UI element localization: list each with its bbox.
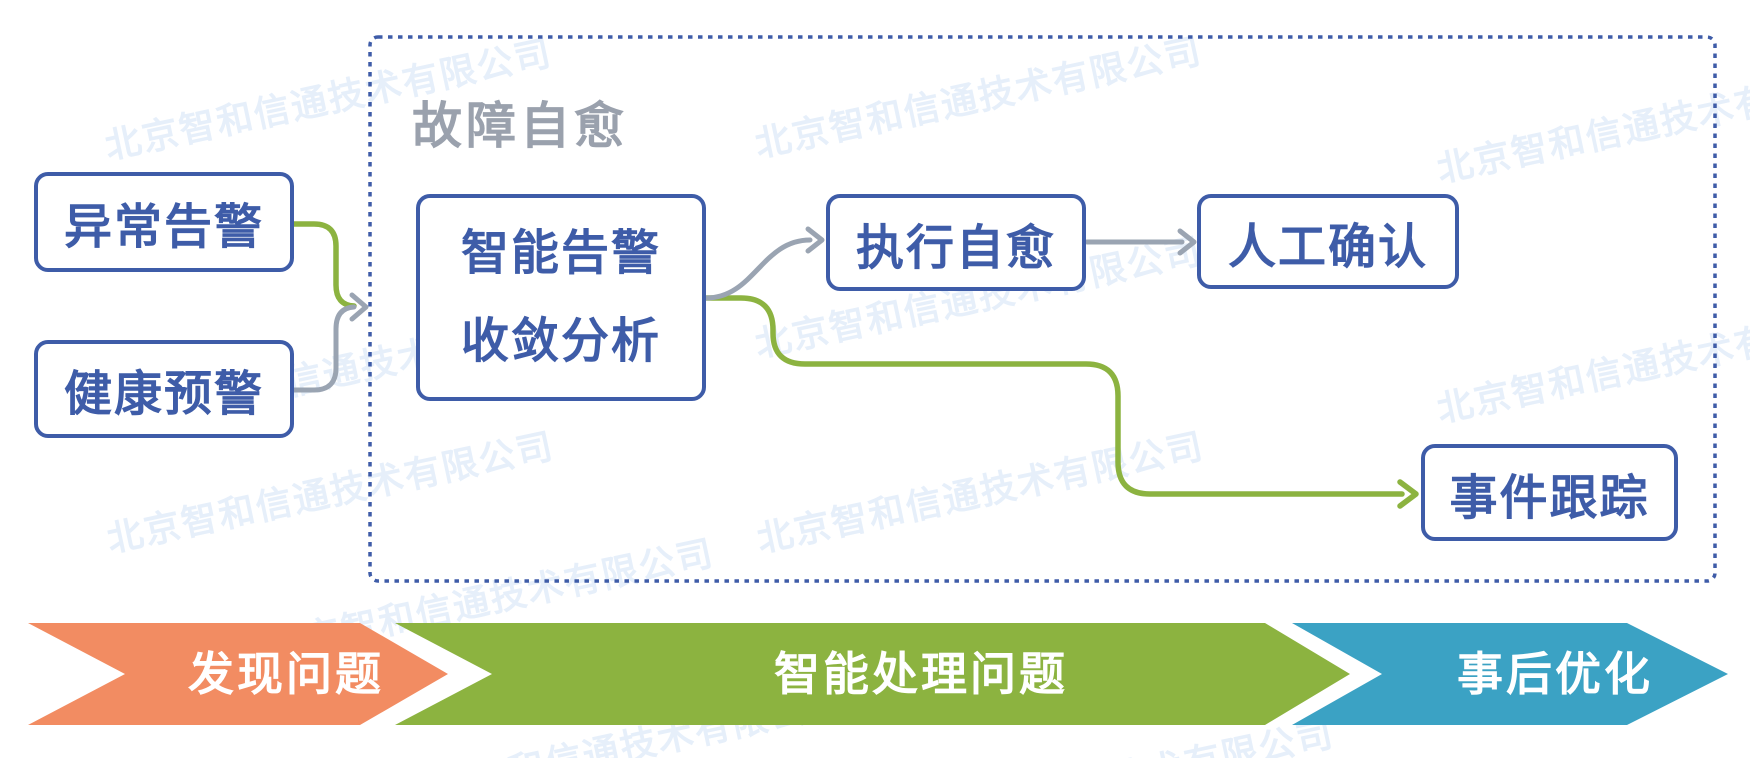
fault-self-healing-container-border bbox=[368, 35, 1717, 583]
stage-label-intelligent-handling: 智能处理问题 bbox=[774, 648, 1068, 700]
execute-arrowhead-icon bbox=[805, 226, 825, 254]
node-health-warning: 健康预警 bbox=[34, 340, 294, 438]
node-event-tracking: 事件跟踪 bbox=[1421, 444, 1678, 541]
node-manual-confirmation: 人工确认 bbox=[1197, 194, 1459, 289]
node-alert-convergence-line1: 智能告警 bbox=[460, 226, 661, 280]
manual-arrowhead-icon bbox=[1177, 228, 1197, 256]
node-abnormal-alert-label: 异常告警 bbox=[63, 201, 264, 254]
node-manual-confirmation-label: 人工确认 bbox=[1227, 220, 1428, 274]
node-alert-convergence-line2: 收敛分析 bbox=[460, 314, 661, 368]
connector-convergence-to-event-tracking bbox=[703, 295, 1405, 497]
node-abnormal-alert: 异常告警 bbox=[34, 172, 294, 272]
stage-arrow-discover bbox=[28, 623, 448, 725]
merge-arrowhead-icon bbox=[349, 292, 369, 322]
node-health-warning-label: 健康预警 bbox=[63, 368, 264, 421]
event-tracking-arrowhead-icon bbox=[1397, 479, 1419, 509]
node-execute-self-healing-label: 执行自愈 bbox=[855, 221, 1056, 275]
connector-abnormal-to-merge bbox=[290, 221, 357, 309]
connector-health-to-merge bbox=[290, 304, 357, 393]
connector-convergence-to-execute bbox=[703, 237, 813, 301]
stage-label-post-optimization: 事后优化 bbox=[1457, 648, 1653, 700]
stage-arrow-intelligent-handling bbox=[395, 623, 1350, 725]
node-execute-self-healing: 执行自愈 bbox=[826, 194, 1086, 291]
node-alert-convergence: 智能告警 收敛分析 bbox=[416, 194, 706, 401]
node-event-tracking-label: 事件跟踪 bbox=[1449, 471, 1650, 525]
container-title: 故障自愈 bbox=[412, 98, 628, 154]
stage-label-discover: 发现问题 bbox=[188, 648, 384, 700]
stage-arrow-post-optimization bbox=[1292, 623, 1728, 725]
